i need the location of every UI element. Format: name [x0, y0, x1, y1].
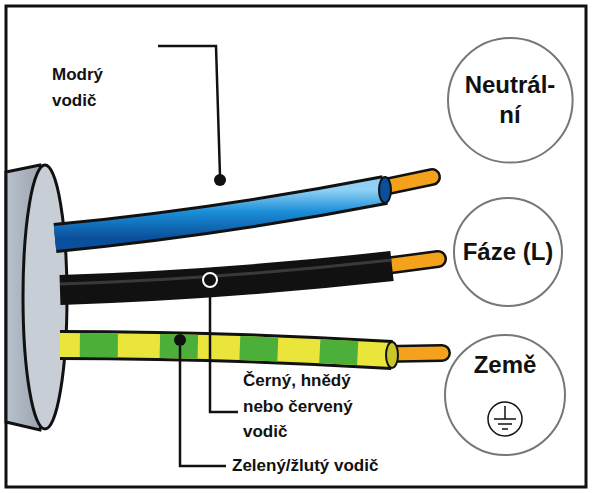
- green-yellow-wire: [60, 345, 392, 355]
- frame: [6, 6, 586, 487]
- leader-dot: [174, 334, 186, 346]
- copper-tip: [385, 259, 438, 266]
- wire-label: Černý, hnědý nebo červený vodič: [243, 368, 383, 445]
- circle-outline: [446, 36, 575, 165]
- label-text: Černý, hnědý nebo červený vodič: [243, 371, 353, 441]
- earth-circle: Země: [443, 333, 567, 457]
- leader-line: [158, 46, 220, 176]
- earth-symbol: [488, 402, 522, 436]
- neutral-circle: Neutrál- ní: [446, 36, 575, 165]
- leader-ring: [203, 273, 217, 287]
- leader-line: [180, 346, 226, 466]
- terminal-label: Fáze (L): [463, 237, 554, 267]
- label-text: Modrý vodič: [52, 65, 103, 110]
- black-wire: [60, 266, 392, 290]
- terminal-label: Neutrál- ní: [460, 70, 560, 130]
- leader-line: [210, 287, 238, 412]
- wire-label: Zelený/žlutý vodič: [232, 453, 452, 479]
- terminal-label: Země: [474, 350, 537, 380]
- leader-dot: [214, 174, 226, 186]
- blue-wire: [55, 190, 385, 238]
- label-text: Zelený/žlutý vodič: [232, 456, 378, 475]
- wire-label: Modrý vodič: [52, 62, 132, 113]
- phase-circle: Fáze (L): [452, 196, 564, 308]
